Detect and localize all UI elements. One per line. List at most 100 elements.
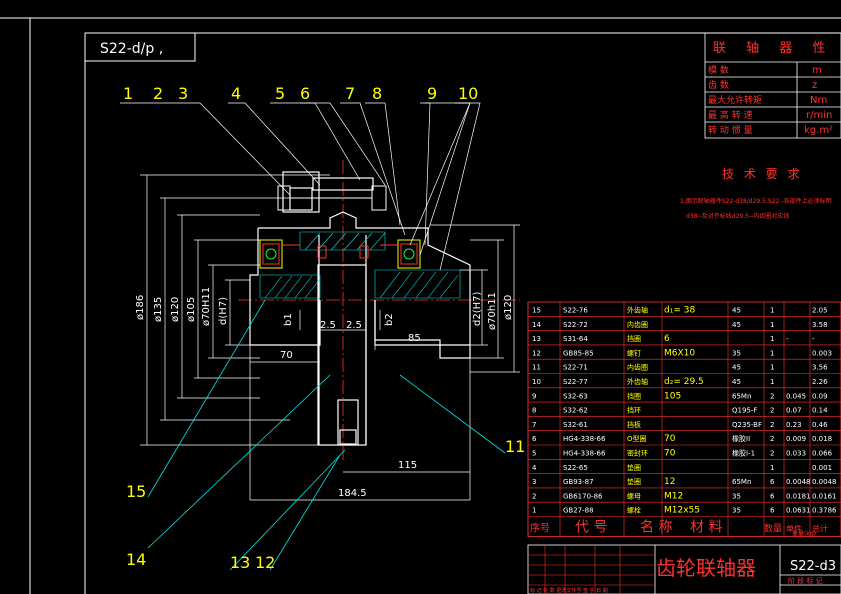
stage-labels: 阶 段 标 记 bbox=[788, 576, 823, 585]
bom-material-cell: 35 bbox=[732, 492, 741, 500]
bom-unit-cell: 0.0048 bbox=[786, 478, 811, 486]
bom-no-cell: 10 bbox=[532, 378, 541, 386]
drawing-name: 齿轮联轴器 bbox=[656, 556, 756, 580]
bom-unit-cell: 0.07 bbox=[786, 407, 802, 415]
dim-d120: ø120 bbox=[170, 297, 181, 322]
bom-total-cell: 3.56 bbox=[812, 364, 828, 372]
bom-code-cell: S32-62 bbox=[563, 407, 588, 415]
bom-qty-cell: 1 bbox=[770, 378, 774, 386]
callout-15: 15 bbox=[126, 482, 146, 501]
bom-total-cell: 0.3786 bbox=[812, 507, 837, 515]
bom-total-cell: - bbox=[812, 335, 815, 343]
dim-d120r: ø120 bbox=[503, 295, 514, 320]
bom-spec-cell: 12 bbox=[664, 477, 675, 487]
title-block: 齿轮联轴器 S22-d3 标 记 处 数 更改文件号 签 字 日 期 阶 段 标… bbox=[527, 544, 841, 594]
bom-spec-cell: M12x55 bbox=[664, 506, 700, 516]
bom-header-cell: 代 号 bbox=[575, 520, 607, 536]
bom-qty-cell: 2 bbox=[770, 421, 774, 429]
parameters-table: 联 轴 器 性 模 数 齿 数 最大允许转矩 最 高 转 速 转 动 惯 量 m… bbox=[704, 32, 841, 139]
bom-unit-cell: 0.009 bbox=[786, 435, 806, 443]
bom-total-cell: 0.018 bbox=[812, 435, 832, 443]
bom-no-cell: 4 bbox=[532, 464, 537, 472]
bom-spec-cell: 105 bbox=[664, 391, 681, 401]
drawing-frame bbox=[0, 17, 841, 594]
technical-requirements: 技 术 要 求 1.图示联轴器件S22-d38/d29.5,S22--各部件上必… bbox=[680, 167, 832, 220]
bom-qty-cell: 6 bbox=[770, 492, 775, 500]
params-value-0: m bbox=[812, 65, 822, 76]
bom-qty-cell: 1 bbox=[770, 464, 774, 472]
callout-13: 13 bbox=[230, 553, 250, 572]
bom-material-cell: 橡胶I-1 bbox=[732, 449, 755, 458]
bom-material-cell: Q195-F bbox=[732, 407, 757, 415]
dim-d186: ø186 bbox=[135, 295, 146, 320]
dim-d70: ø70H11 bbox=[201, 287, 212, 326]
bom-code-cell: S22-77 bbox=[563, 378, 588, 386]
params-value-4: kg.m² bbox=[804, 125, 833, 136]
bom-spec-cell: 70 bbox=[664, 434, 676, 444]
bom-code-cell: S31-64 bbox=[563, 335, 588, 343]
bom-total-cell: 0.46 bbox=[812, 421, 828, 429]
bom-header-cell: 名 称 bbox=[640, 520, 672, 536]
bom-name-cell: O型圈 bbox=[627, 434, 647, 443]
bom-total-cell: 2.05 bbox=[812, 307, 828, 315]
bom-name-cell: 内齿圈 bbox=[627, 320, 648, 329]
dim-gap-right: 2.5 bbox=[346, 320, 362, 331]
bom-unit-cell: - bbox=[786, 335, 789, 343]
dim-gap-left: 2.5 bbox=[320, 320, 336, 331]
bom-no-cell: 3 bbox=[532, 478, 536, 486]
bom-total-cell: 0.001 bbox=[812, 464, 832, 472]
bom-material-cell: 35 bbox=[732, 349, 741, 357]
bom-no-cell: 1 bbox=[532, 507, 536, 515]
dim-d135: ø135 bbox=[153, 297, 164, 322]
params-label-2: 最大允许转矩 bbox=[708, 94, 762, 106]
dim-b1: b1 bbox=[283, 313, 294, 326]
bom-no-cell: 14 bbox=[532, 321, 541, 329]
bom-name-cell: 垫圈 bbox=[627, 477, 641, 486]
bom-qty-cell: 6 bbox=[770, 507, 775, 515]
bom-no-cell: 15 bbox=[532, 307, 541, 315]
bom-no-cell: 6 bbox=[532, 435, 537, 443]
bom-code-cell: S32-61 bbox=[563, 421, 588, 429]
bom-total-cell: 0.003 bbox=[812, 349, 832, 357]
tech-title: 技 术 要 求 bbox=[722, 167, 802, 181]
dim-d105: ø105 bbox=[186, 297, 197, 322]
bom-code-cell: HG4-338-66 bbox=[563, 450, 606, 458]
bom-code-cell: S22-72 bbox=[563, 321, 588, 329]
bom-total-cell: 2.26 bbox=[812, 378, 828, 386]
callout-7: 7 bbox=[345, 84, 355, 103]
bom-unit-cell: 0.045 bbox=[786, 392, 806, 400]
dim-len-70: 70 bbox=[280, 350, 293, 361]
bom-spec-cell: 70 bbox=[664, 449, 676, 459]
bom-qty-cell: 1 bbox=[770, 349, 774, 357]
bom-name-cell: 螺母 bbox=[627, 491, 641, 500]
bom-unit-cell: 0.23 bbox=[786, 421, 802, 429]
params-value-3: r/min bbox=[806, 110, 832, 121]
callout-14: 14 bbox=[126, 550, 146, 569]
callout-10: 10 bbox=[458, 84, 478, 103]
bom-material-cell: 45 bbox=[732, 364, 741, 372]
tech-line-1: 1.图示联轴器件S22-d38/d29.5,S22--各部件上必须标明 bbox=[680, 197, 832, 205]
bom-total-cell: 3.58 bbox=[812, 321, 828, 329]
bom-no-cell: 12 bbox=[532, 349, 541, 357]
bom-unit-cell: 0.0181 bbox=[786, 492, 811, 500]
callout-1: 1 bbox=[123, 84, 133, 103]
bom-total-cell: 0.09 bbox=[812, 392, 828, 400]
bom-code-cell: S22-76 bbox=[563, 307, 588, 315]
bom-code-cell: HG4-338-66 bbox=[563, 435, 606, 443]
callout-4: 4 bbox=[231, 84, 241, 103]
bom-name-cell: 挡板 bbox=[627, 420, 641, 429]
bom-header-cell: 总计 bbox=[812, 524, 828, 534]
bom-no-cell: 13 bbox=[532, 335, 541, 343]
callout-5: 5 bbox=[275, 84, 285, 103]
dim-b2: b2 bbox=[384, 313, 395, 326]
bom-code-cell: S22-71 bbox=[563, 364, 588, 372]
bom-code-cell: GB27-88 bbox=[563, 507, 594, 515]
bom-total-cell: 0.14 bbox=[812, 407, 828, 415]
bom-qty-cell: 1 bbox=[770, 307, 774, 315]
bom-code-cell: GB85-85 bbox=[563, 349, 594, 357]
bom-qty-cell: 1 bbox=[770, 335, 774, 343]
seal-ring-right bbox=[397, 239, 421, 269]
bom-material-cell: Q235-BF bbox=[732, 421, 762, 429]
bom-total-cell: 0.0161 bbox=[812, 492, 837, 500]
